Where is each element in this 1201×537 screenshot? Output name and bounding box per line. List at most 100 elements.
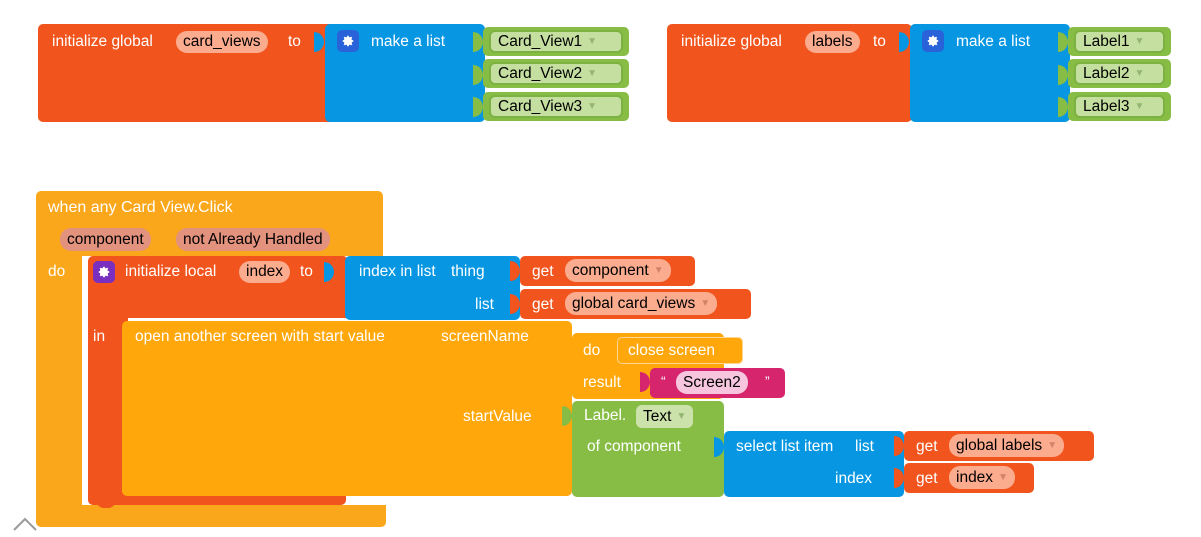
list-item-socket-3 xyxy=(473,97,483,117)
chevron-down-icon[interactable]: ▼ xyxy=(1134,100,1145,112)
event-param-not-already-handled: not Already Handled xyxy=(176,228,330,251)
chevron-down-icon[interactable]: ▼ xyxy=(1134,67,1145,79)
do-result-result-label: result xyxy=(583,374,621,391)
get-index-label: get xyxy=(916,470,938,487)
open-screen-startvalue-socket xyxy=(562,406,572,426)
component-dropdown-label2[interactable]: Label2 ▼ xyxy=(1074,62,1165,85)
chevron-down-icon[interactable]: ▼ xyxy=(676,410,687,422)
component-dropdown-card-view2[interactable]: Card_View2 ▼ xyxy=(489,62,623,85)
chevron-down-icon[interactable]: ▼ xyxy=(1134,35,1145,47)
component-dropdown-card-view3[interactable]: Card_View3 ▼ xyxy=(489,95,623,118)
chevron-down-icon[interactable]: ▼ xyxy=(1047,439,1058,451)
open-screen-title: open another screen with start value xyxy=(135,328,385,345)
labels-item-socket-3 xyxy=(1058,97,1068,117)
open-screen-startvalue-label: startValue xyxy=(463,408,532,425)
index-in-list-thing-socket xyxy=(510,261,520,281)
event-param-component: component xyxy=(60,228,151,251)
block-index-in-list[interactable] xyxy=(345,256,520,320)
text-quote-open: “ xyxy=(661,373,666,389)
component-dropdown-label1-label: Label1 xyxy=(1083,32,1130,50)
label-component-prefix: Label. xyxy=(584,407,627,424)
global-card-views-prefix: initialize global xyxy=(52,33,153,50)
select-list-item-title: select list item xyxy=(736,438,834,455)
select-list-item-index-label: index xyxy=(835,470,873,487)
block-select-list-item[interactable] xyxy=(724,431,904,497)
text-quote-close: ” xyxy=(765,373,770,389)
label-of-component-socket xyxy=(714,437,724,457)
event-bottom-bar[interactable] xyxy=(36,505,386,527)
block-open-another-screen[interactable] xyxy=(122,321,572,496)
chevron-down-icon[interactable]: ▼ xyxy=(700,297,711,309)
list-item-socket-2 xyxy=(473,65,483,85)
global-labels-to-label: to xyxy=(873,33,886,50)
get-index-dropdown[interactable]: index ▼ xyxy=(949,466,1015,489)
block-close-screen[interactable] xyxy=(617,337,743,364)
select-list-item-list-label: list xyxy=(855,438,874,455)
global-card-views-socket xyxy=(314,32,324,52)
get-global-labels-dropdown[interactable]: global labels ▼ xyxy=(949,434,1065,457)
labels-item-socket-1 xyxy=(1058,32,1068,52)
get-component-dropdown[interactable]: component ▼ xyxy=(565,259,671,282)
open-screen-screenname-label: screenName xyxy=(441,328,529,345)
close-screen-label: close screen xyxy=(628,342,716,359)
make-a-list-card-views-label: make a list xyxy=(371,33,446,50)
select-list-item-list-socket xyxy=(894,436,904,456)
global-card-views-to-label: to xyxy=(288,33,301,50)
component-dropdown-card-view1-label: Card_View1 xyxy=(498,32,583,50)
get-global-labels-label: get xyxy=(916,438,938,455)
chevron-down-icon[interactable]: ▼ xyxy=(653,264,664,276)
gear-icon[interactable] xyxy=(337,30,359,52)
index-in-list-title: index in list xyxy=(359,263,436,280)
text-value-screen2[interactable]: Screen2 xyxy=(676,371,748,394)
list-item-socket-1 xyxy=(473,32,483,52)
label-property-name: Text xyxy=(643,407,672,425)
global-labels-socket xyxy=(899,32,909,52)
event-title: when any Card View.Click xyxy=(48,199,233,216)
initialize-local-to-label: to xyxy=(300,263,313,280)
index-in-list-list-socket xyxy=(510,294,520,314)
gear-icon[interactable] xyxy=(93,261,115,283)
component-dropdown-card-view1[interactable]: Card_View1 ▼ xyxy=(489,30,623,53)
initialize-local-variable-name[interactable]: index xyxy=(239,261,291,283)
component-dropdown-label3[interactable]: Label3 ▼ xyxy=(1074,95,1165,118)
component-dropdown-label2-label: Label2 xyxy=(1083,64,1130,82)
global-card-views-name[interactable]: card_views xyxy=(176,31,268,53)
open-screen-screenname-socket xyxy=(562,327,572,347)
component-dropdown-card-view3-label: Card_View3 xyxy=(498,97,583,115)
global-labels-body[interactable] xyxy=(667,24,912,122)
index-in-list-thing-label: thing xyxy=(451,263,485,280)
get-component-name: component xyxy=(572,261,649,279)
label-property-dropdown[interactable]: Text ▼ xyxy=(636,405,694,428)
get-index-name: index xyxy=(956,468,994,486)
chevron-down-icon[interactable]: ▼ xyxy=(587,67,598,79)
initialize-local-in-label: in xyxy=(93,328,106,345)
gear-icon[interactable] xyxy=(922,30,944,52)
component-dropdown-label3-label: Label3 xyxy=(1083,97,1130,115)
do-result-do-label: do xyxy=(583,342,601,359)
chevron-down-icon[interactable]: ▼ xyxy=(587,100,598,112)
get-component-label: get xyxy=(532,263,554,280)
get-global-card-views-name: global card_views xyxy=(572,294,696,312)
chevron-down-icon[interactable]: ▼ xyxy=(998,471,1008,483)
component-dropdown-label1[interactable]: Label1 ▼ xyxy=(1074,30,1165,53)
chevron-down-icon[interactable]: ▼ xyxy=(587,35,598,47)
initialize-local-value-socket xyxy=(324,262,334,282)
initialize-local-left-rail[interactable] xyxy=(88,312,128,500)
event-left-rail[interactable] xyxy=(36,250,82,525)
initialize-local-header[interactable] xyxy=(88,256,348,318)
get-global-labels-name: global labels xyxy=(956,436,1043,454)
component-dropdown-card-view2-label: Card_View2 xyxy=(498,64,583,82)
index-in-list-list-label: list xyxy=(475,296,494,313)
select-list-item-index-socket xyxy=(894,468,904,488)
initialize-local-bottom-notch xyxy=(96,498,116,508)
initialize-local-prefix: initialize local xyxy=(125,263,217,280)
do-result-result-socket xyxy=(640,372,650,392)
labels-item-socket-2 xyxy=(1058,65,1068,85)
event-do-label: do xyxy=(48,263,66,280)
chevron-up-icon[interactable] xyxy=(12,516,38,537)
get-global-card-views-dropdown[interactable]: global card_views ▼ xyxy=(565,292,718,315)
label-of-component-label: of component xyxy=(587,438,681,455)
global-labels-name[interactable]: labels xyxy=(805,31,860,53)
global-labels-prefix: initialize global xyxy=(681,33,782,50)
